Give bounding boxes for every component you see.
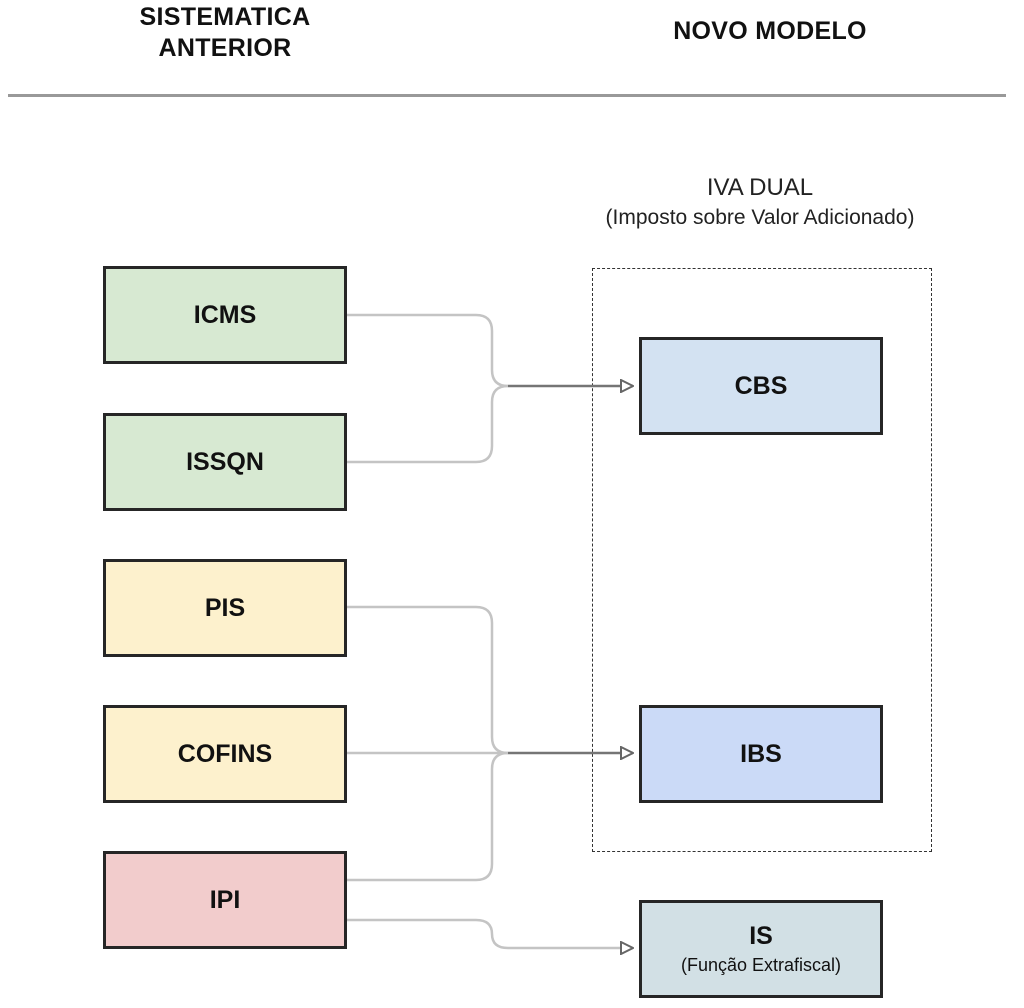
iva-group-title: IVA DUAL [706,174,814,201]
node-cbs: CBS [639,337,883,435]
connector-pis-ibs [347,605,509,755]
node-icms-label: ICMS [193,300,257,329]
header-previous-system: SISTEMATICA ANTERIOR [110,2,340,64]
iva-dual-group-frame [592,268,932,852]
node-ibs: IBS [639,705,883,803]
connector-issqn-cbs [347,384,509,464]
node-ipi-label: IPI [209,885,241,914]
node-issqn-label: ISSQN [186,447,264,476]
connector-ipi-is [347,918,509,950]
node-is-sublabel: (Função Extrafiscal) [680,955,842,975]
node-issqn: ISSQN [103,413,347,511]
node-icms: ICMS [103,266,347,364]
node-cofins: COFINS [103,705,347,803]
node-is-label: IS [749,922,773,950]
header-new-model: NOVO MODELO [673,17,867,45]
connector-ipi-ibs [347,751,509,882]
node-cbs-label: CBS [734,371,788,400]
header-previous-line1: SISTEMATICA [139,3,311,31]
node-cofins-label: COFINS [177,739,273,768]
node-ipi: IPI [103,851,347,949]
node-pis: PIS [103,559,347,657]
node-is: IS (Função Extrafiscal) [639,900,883,998]
connector-icms-cbs [347,313,509,388]
node-pis-label: PIS [204,593,246,622]
node-ibs-label: IBS [740,739,782,768]
header-previous-line2: ANTERIOR [158,34,292,62]
iva-group-subtitle: (Imposto sobre Valor Adicionado) [605,206,915,229]
header-divider [8,94,1006,97]
